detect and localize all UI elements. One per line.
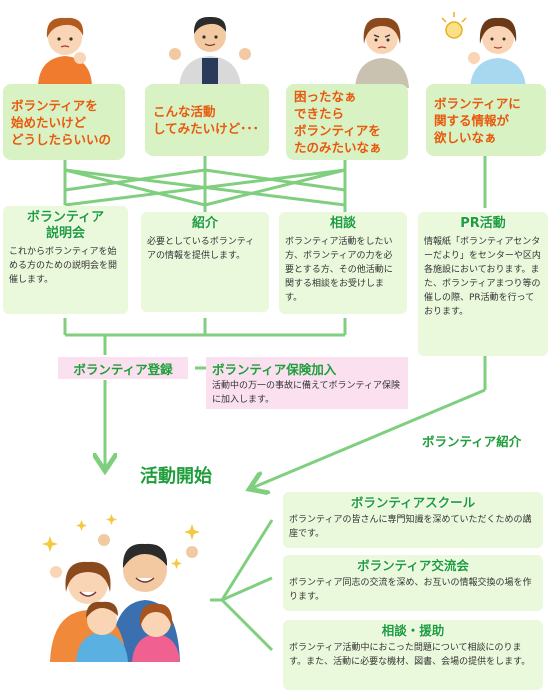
service-title-referral: 紹介	[191, 216, 218, 231]
service-card-pr: PR活動 情報紙「ボランティアセンターだより」をセンターや区内各施設においており…	[418, 212, 548, 356]
service-body-orientation: これからボランティアを始める方のための説明会を開催します。	[9, 247, 118, 285]
service-card-consultation: 相談 ボランティア活動をしたい方、ボランティアの力を必要とする方、その他活動に関…	[279, 212, 407, 314]
worried-woman-icon	[355, 17, 409, 88]
persona-bubble-start: ボランティアを 始めたいけど どうしたらいいの	[3, 84, 125, 160]
volunteer-referral-label: ボランティア紹介	[422, 434, 522, 449]
persona-bubble-info: ボランティアに 関する情報が 欲しいなぁ	[426, 84, 546, 156]
support-body-exchange: ボランティア同志の交流を深め、お互いの情報交換の場を作ります。	[289, 578, 532, 602]
insurance-box: ボランティア保険加入 活動中の万一の事故に備えてボランティア保険に加入します。	[206, 357, 408, 409]
support-title-consultation: 相談・援助	[381, 623, 445, 638]
service-title-orientation: ボランティア 説明会	[26, 210, 105, 241]
service-card-orientation: ボランティア 説明会 これからボランティアを始める方のための説明会を開催します。	[3, 206, 128, 314]
registration-box: ボランティア登録	[58, 357, 188, 379]
confused-woman-icon	[38, 17, 92, 85]
activity-start-label: 活動開始	[140, 466, 212, 487]
support-title-exchange: ボランティア交流会	[357, 558, 469, 573]
support-card-school: ボランティアスクール ボランティアの皆さんに専門知識を深めていただくための講座で…	[283, 492, 543, 548]
family-cheering-icon	[42, 514, 200, 662]
insurance-title: ボランティア保険加入	[212, 362, 337, 377]
registration-label: ボランティア登録	[73, 361, 173, 377]
insurance-body: 活動中の万一の事故に備えてボランティア保険に加入します。	[212, 381, 401, 405]
idea-woman-icon	[441, 12, 526, 88]
support-body-school: ボランティアの皆さんに専門知識を深めていただくための講座です。	[289, 515, 532, 539]
support-card-consultation: 相談・援助 ボランティア活動中におこった問題について相談にのります。また、活動に…	[283, 620, 543, 690]
thinking-man-icon	[169, 16, 251, 88]
service-title-consultation: 相談	[329, 216, 356, 231]
persona-bubble-activity: こんな活動 してみたいけど･･･	[145, 84, 269, 156]
support-card-exchange: ボランティア交流会 ボランティア同志の交流を深め、お互いの情報交換の場を作ります…	[283, 555, 543, 611]
service-title-pr: PR活動	[460, 216, 506, 231]
service-body-referral: 必要としているボランティアの情報を提供します。	[147, 237, 255, 261]
service-body-consultation: ボランティア活動をしたい方、ボランティアの力を必要とする方、その他活動に関する相…	[285, 237, 393, 303]
persona-bubble-request: 困ったなぁ できたら ボランティアを たのみたいなぁ	[286, 84, 408, 160]
service-card-referral: 紹介 必要としているボランティアの情報を提供します。	[141, 212, 269, 312]
service-body-pr: 情報紙「ボランティアセンターだより」をセンターや区内各施設においております。また…	[424, 237, 541, 317]
support-title-school: ボランティアスクール	[350, 495, 476, 510]
support-body-consultation: ボランティア活動中におこった問題について相談にのります。また、活動に必要な機材、…	[289, 643, 531, 667]
